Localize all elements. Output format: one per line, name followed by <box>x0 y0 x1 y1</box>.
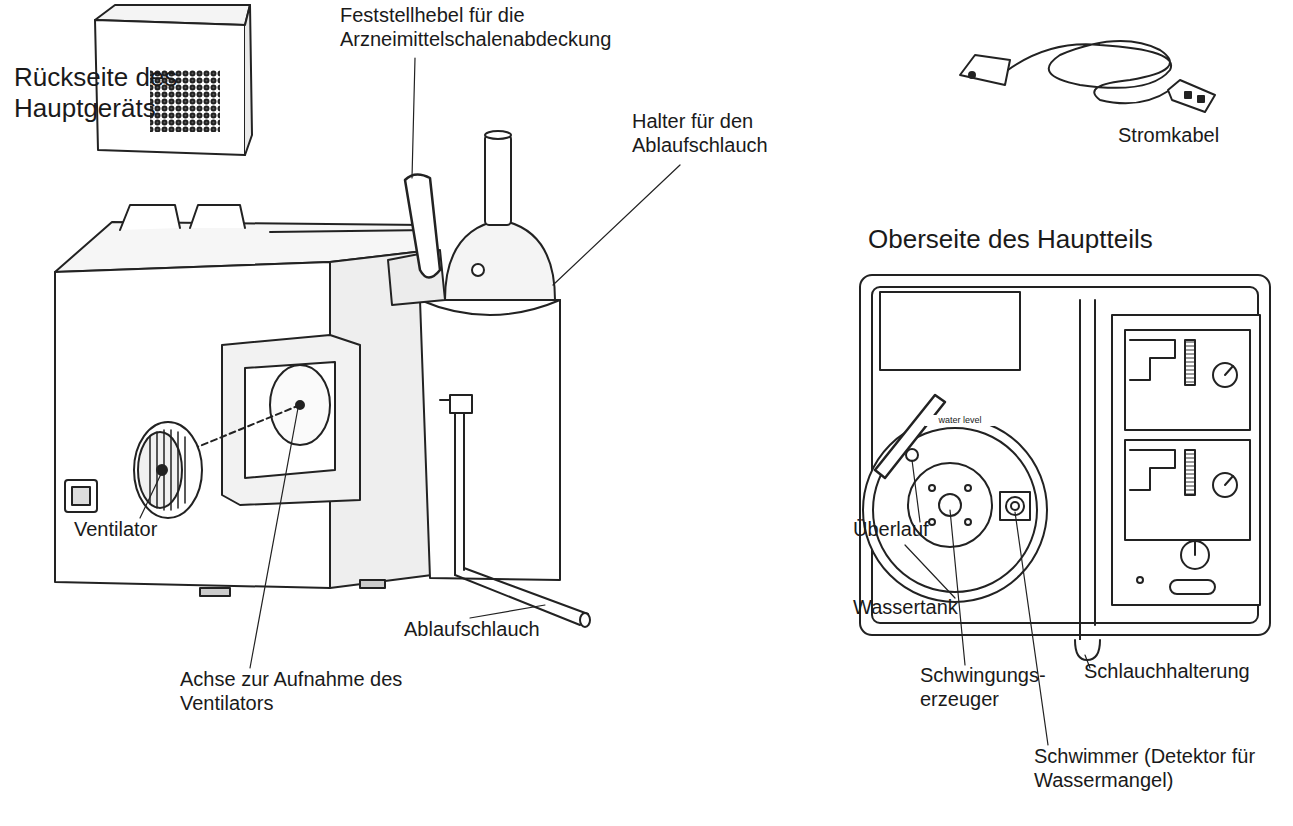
leader-lines <box>140 58 1090 745</box>
tank-marking: water level <box>925 415 995 426</box>
main-unit <box>55 205 432 596</box>
part-label: Schwingungs- erzeuger <box>920 664 1050 711</box>
part-label: Achse zur Aufnahme des Ventilators <box>180 668 420 715</box>
view-heading: Rückseite des Hauptgeräts <box>14 62 214 123</box>
part-label: Ablaufschlauch <box>404 618 594 642</box>
part-label: Wassertank <box>853 596 993 620</box>
part-label: Stromkabel <box>1118 124 1268 148</box>
part-label: Ventilator <box>74 518 214 542</box>
part-label: Schwimmer (Detektor für Wassermangel) <box>1034 745 1284 792</box>
part-label: Überlauf <box>853 518 973 542</box>
view-heading: Oberseite des Hauptteils <box>868 224 1208 255</box>
tank-assembly <box>388 131 590 627</box>
part-label: Feststellhebel für die Arzneimittelschal… <box>340 4 680 51</box>
power-cable <box>960 41 1215 112</box>
part-label: Halter für den Ablaufschlauch <box>632 110 812 157</box>
part-label: Schlauchhalterung <box>1084 660 1284 684</box>
